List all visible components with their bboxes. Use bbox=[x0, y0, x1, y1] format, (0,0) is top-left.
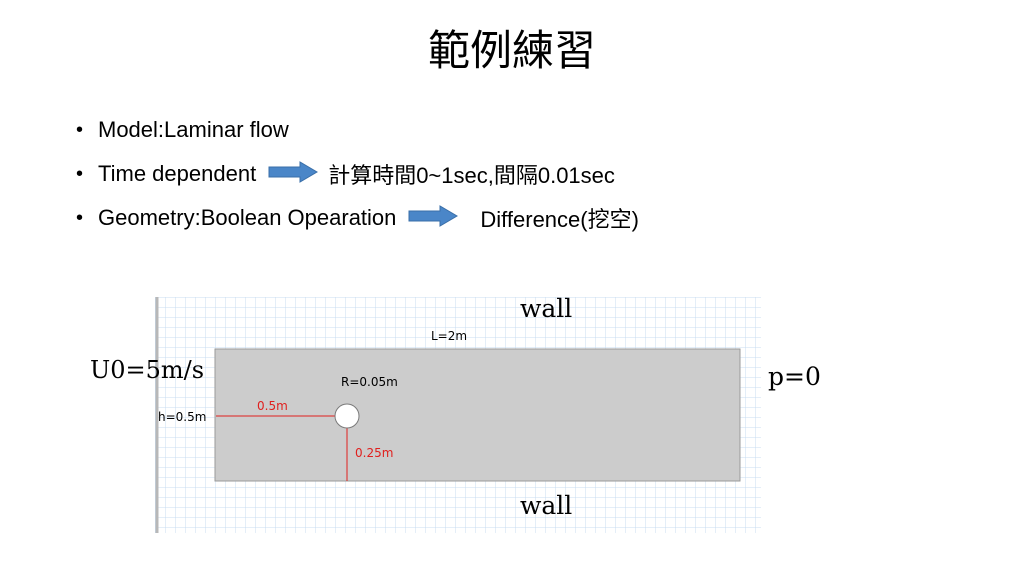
bullet-geometry: • Geometry:Boolean Opearation Difference… bbox=[76, 196, 639, 240]
bullet-time: • Time dependent 計算時間0~1sec,間隔0.01sec bbox=[76, 152, 639, 196]
x-offset-label: 0.5m bbox=[257, 399, 288, 413]
radius-label: R=0.05m bbox=[341, 375, 398, 389]
inlet-velocity-label: U0=5m/s bbox=[90, 356, 205, 384]
bullet-time-text: Time dependent bbox=[98, 161, 257, 186]
bullet-time-result: 計算時間0~1sec,間隔0.01sec bbox=[328, 163, 615, 188]
slide-title: 範例練習 bbox=[427, 26, 596, 75]
channel-diagram: L=2m R=0.05m h=0.5m 0.5m 0.25m bbox=[155, 297, 761, 533]
cylinder-hole bbox=[334, 403, 360, 429]
length-label: L=2m bbox=[431, 329, 468, 343]
bullet-dot-icon: • bbox=[76, 206, 84, 229]
bullet-dot-icon: • bbox=[76, 162, 84, 185]
outlet-pressure-label: p=0 bbox=[768, 362, 821, 391]
right-arrow-icon bbox=[268, 161, 319, 189]
bullet-list: • Model:Laminar flow • Time dependent 計算… bbox=[76, 108, 639, 240]
top-wall-label: wall bbox=[520, 294, 573, 323]
bullet-dot-icon: • bbox=[76, 118, 84, 141]
bullet-model: • Model:Laminar flow bbox=[76, 108, 639, 152]
diagram-canvas bbox=[155, 297, 761, 533]
right-arrow-icon bbox=[408, 205, 459, 233]
y-offset-label: 0.25m bbox=[355, 446, 394, 460]
channel-domain bbox=[214, 348, 741, 482]
bottom-wall-label: wall bbox=[520, 491, 573, 520]
bullet-model-text: Model:Laminar flow bbox=[98, 117, 289, 142]
bullet-geometry-result: Difference(挖空) bbox=[480, 207, 639, 232]
bullet-geometry-text: Geometry:Boolean Opearation bbox=[98, 205, 397, 230]
height-label: h=0.5m bbox=[158, 410, 207, 424]
